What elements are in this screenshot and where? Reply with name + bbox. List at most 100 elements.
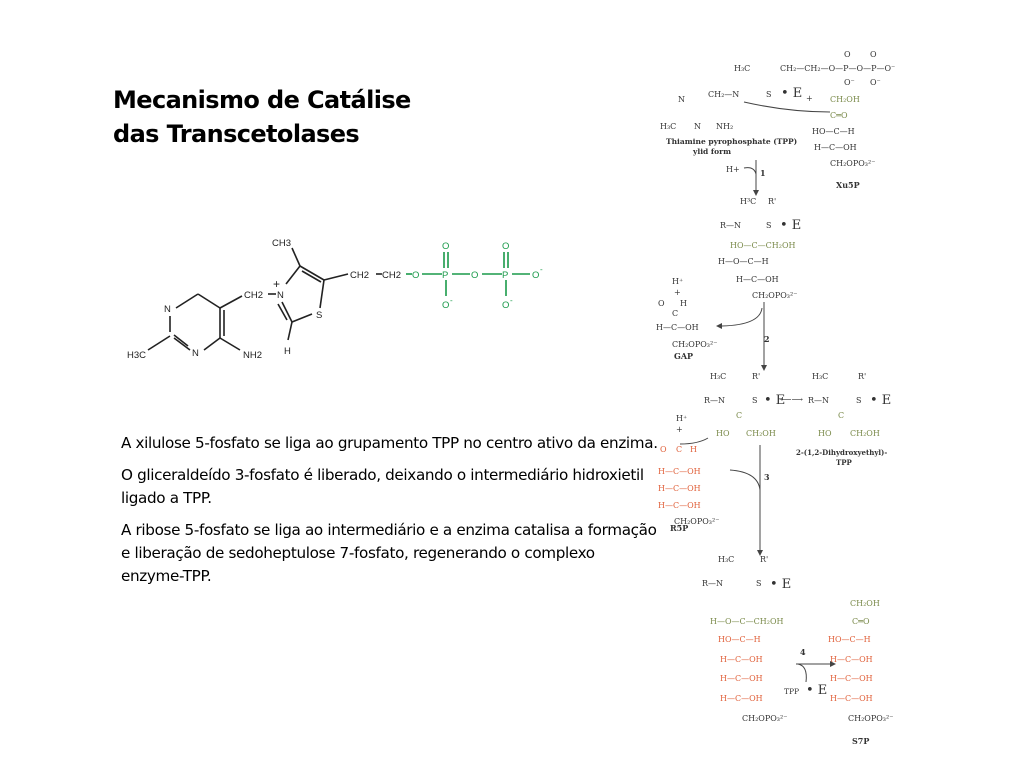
svg-text:H—C—OH: H—C—OH bbox=[658, 484, 701, 493]
svg-text:CH₂OH: CH₂OH bbox=[746, 429, 776, 438]
svg-text:O: O bbox=[502, 300, 509, 311]
svg-text:+: + bbox=[806, 94, 813, 103]
svg-text:H₃C: H₃C bbox=[812, 372, 828, 381]
svg-text:H—C—OH: H—C—OH bbox=[658, 467, 701, 476]
svg-text:R—N: R—N bbox=[720, 221, 741, 230]
svg-text:H—C—OH: H—C—OH bbox=[656, 323, 699, 332]
svg-text:N: N bbox=[694, 122, 701, 131]
svg-text:• E: • E bbox=[780, 218, 801, 233]
svg-text:CH₂OPO₃²⁻: CH₂OPO₃²⁻ bbox=[848, 714, 893, 723]
svg-text:S: S bbox=[766, 221, 771, 230]
svg-text:+: + bbox=[676, 425, 683, 434]
svg-text:H³C: H³C bbox=[740, 197, 756, 206]
ylid-caption: ylid form bbox=[692, 147, 731, 156]
o-label: O bbox=[412, 270, 419, 281]
svg-text:HO: HO bbox=[818, 429, 832, 438]
h-label: H bbox=[284, 346, 291, 357]
svg-text:CH₂—CH₂—O—P—O—P—O⁻: CH₂—CH₂—O—P—O—P—O⁻ bbox=[780, 64, 895, 73]
svg-text:O⁻: O⁻ bbox=[870, 78, 881, 87]
dihydroxyethyl-caption-2: TPP bbox=[836, 458, 852, 467]
svg-text:C: C bbox=[672, 309, 678, 318]
svg-text:C: C bbox=[736, 411, 742, 420]
svg-text:TPP: TPP bbox=[784, 687, 799, 696]
svg-text:O: O bbox=[660, 445, 667, 454]
svg-text:CH₂OPO₃²⁻: CH₂OPO₃²⁻ bbox=[752, 291, 797, 300]
svg-text:R—N: R—N bbox=[808, 396, 829, 405]
o-end-label: O bbox=[532, 270, 539, 281]
svg-text:H₃C: H₃C bbox=[718, 555, 734, 564]
svg-text:R': R' bbox=[752, 372, 760, 381]
svg-text:R—N: R—N bbox=[702, 579, 723, 588]
svg-text:H—C—OH: H—C—OH bbox=[720, 655, 763, 664]
gap-label: GAP bbox=[674, 351, 693, 361]
s7p-label: S7P bbox=[852, 736, 869, 746]
h3c-label: H3C bbox=[127, 350, 146, 361]
svg-text:• E: • E bbox=[806, 683, 827, 698]
p1-label: P bbox=[442, 270, 448, 281]
paragraph-1: A xilulose 5-fosfato se liga ao grupamen… bbox=[121, 434, 658, 452]
o-up-2: O bbox=[502, 241, 509, 252]
svg-text:CH₂OPO₃²⁻: CH₂OPO₃²⁻ bbox=[672, 340, 717, 349]
svg-text:H₃C: H₃C bbox=[710, 372, 726, 381]
svg-text:HO—C—CH₂OH: HO—C—CH₂OH bbox=[730, 241, 796, 250]
step-3-label: 3 bbox=[764, 472, 770, 482]
svg-text:C═O: C═O bbox=[852, 617, 870, 626]
n-plus-label: N bbox=[277, 290, 284, 301]
svg-text:S: S bbox=[856, 396, 861, 405]
svg-text:CH₂OH: CH₂OH bbox=[850, 599, 880, 608]
h-plus-1: H+ bbox=[726, 165, 740, 174]
svg-text:HO—C—H: HO—C—H bbox=[828, 635, 871, 644]
svg-text:CH₂OH: CH₂OH bbox=[850, 429, 880, 438]
n1-label: N bbox=[164, 304, 171, 315]
svg-text:O: O bbox=[870, 50, 877, 59]
svg-text:CH₂OPO₃²⁻: CH₂OPO₃²⁻ bbox=[674, 517, 719, 526]
nh2-label: NH2 bbox=[243, 350, 262, 361]
svg-text:HO: HO bbox=[716, 429, 730, 438]
svg-text:H⁺: H⁺ bbox=[672, 277, 683, 286]
svg-text:H₃C: H₃C bbox=[660, 122, 676, 131]
svg-text:• E: • E bbox=[764, 393, 785, 408]
o-bridge-label: O bbox=[471, 270, 478, 281]
svg-text:• E: • E bbox=[781, 86, 802, 101]
svg-text:⟵⟶: ⟵⟶ bbox=[780, 395, 803, 404]
svg-text:S: S bbox=[752, 396, 757, 405]
sulfur-label: S bbox=[316, 310, 322, 321]
svg-text:-: - bbox=[510, 296, 513, 305]
svg-text:H—O—C—CH₂OH: H—O—C—CH₂OH bbox=[710, 617, 784, 626]
svg-text:S: S bbox=[756, 579, 761, 588]
svg-text:H—C—OH: H—C—OH bbox=[814, 143, 857, 152]
xu5p-label: Xu5P bbox=[836, 180, 860, 190]
svg-text:O: O bbox=[658, 299, 665, 308]
paragraph-3: A ribose 5-fosfato se liga ao intermediá… bbox=[121, 521, 657, 585]
slide-title: Mecanismo de Catálise das Transcetolases bbox=[113, 83, 411, 151]
step-4-label: 4 bbox=[800, 647, 806, 657]
svg-text:H—C—OH: H—C—OH bbox=[830, 655, 873, 664]
svg-text:H—C—OH: H—C—OH bbox=[830, 674, 873, 683]
step-1-label: 1 bbox=[760, 168, 766, 178]
svg-text:CH₂—N: CH₂—N bbox=[708, 90, 739, 99]
ch2b-label: CH2 bbox=[382, 270, 401, 281]
svg-text:HO—C—H: HO—C—H bbox=[812, 127, 855, 136]
slide-body: A xilulose 5-fosfato se liga ao grupamen… bbox=[121, 432, 661, 597]
svg-text:CH₂OPO₃²⁻: CH₂OPO₃²⁻ bbox=[742, 714, 787, 723]
svg-text:O: O bbox=[844, 50, 851, 59]
svg-text:H⁺: H⁺ bbox=[676, 414, 687, 423]
svg-text:R': R' bbox=[768, 197, 776, 206]
svg-text:O⁻: O⁻ bbox=[844, 78, 855, 87]
svg-text:O: O bbox=[442, 300, 449, 311]
svg-text:HO—C—H: HO—C—H bbox=[718, 635, 761, 644]
svg-text:CH₂OH: CH₂OH bbox=[830, 95, 860, 104]
tpp-caption: Thiamine pyrophosphate (TPP) bbox=[666, 137, 797, 146]
svg-text:H—O—C—H: H—O—C—H bbox=[718, 257, 769, 266]
ch2-label: CH2 bbox=[244, 290, 263, 301]
o-up-1: O bbox=[442, 241, 449, 252]
p2-label: P bbox=[502, 270, 508, 281]
svg-text:-: - bbox=[450, 296, 453, 305]
n2-label: N bbox=[192, 348, 199, 359]
svg-text:C: C bbox=[676, 445, 682, 454]
svg-text:H: H bbox=[690, 445, 697, 454]
plus-sign: + bbox=[273, 277, 280, 291]
ch3-label: CH3 bbox=[272, 238, 291, 249]
paragraph-2: O gliceraldeído 3-fosfato é liberado, de… bbox=[121, 466, 644, 507]
svg-text:-: - bbox=[540, 265, 543, 274]
